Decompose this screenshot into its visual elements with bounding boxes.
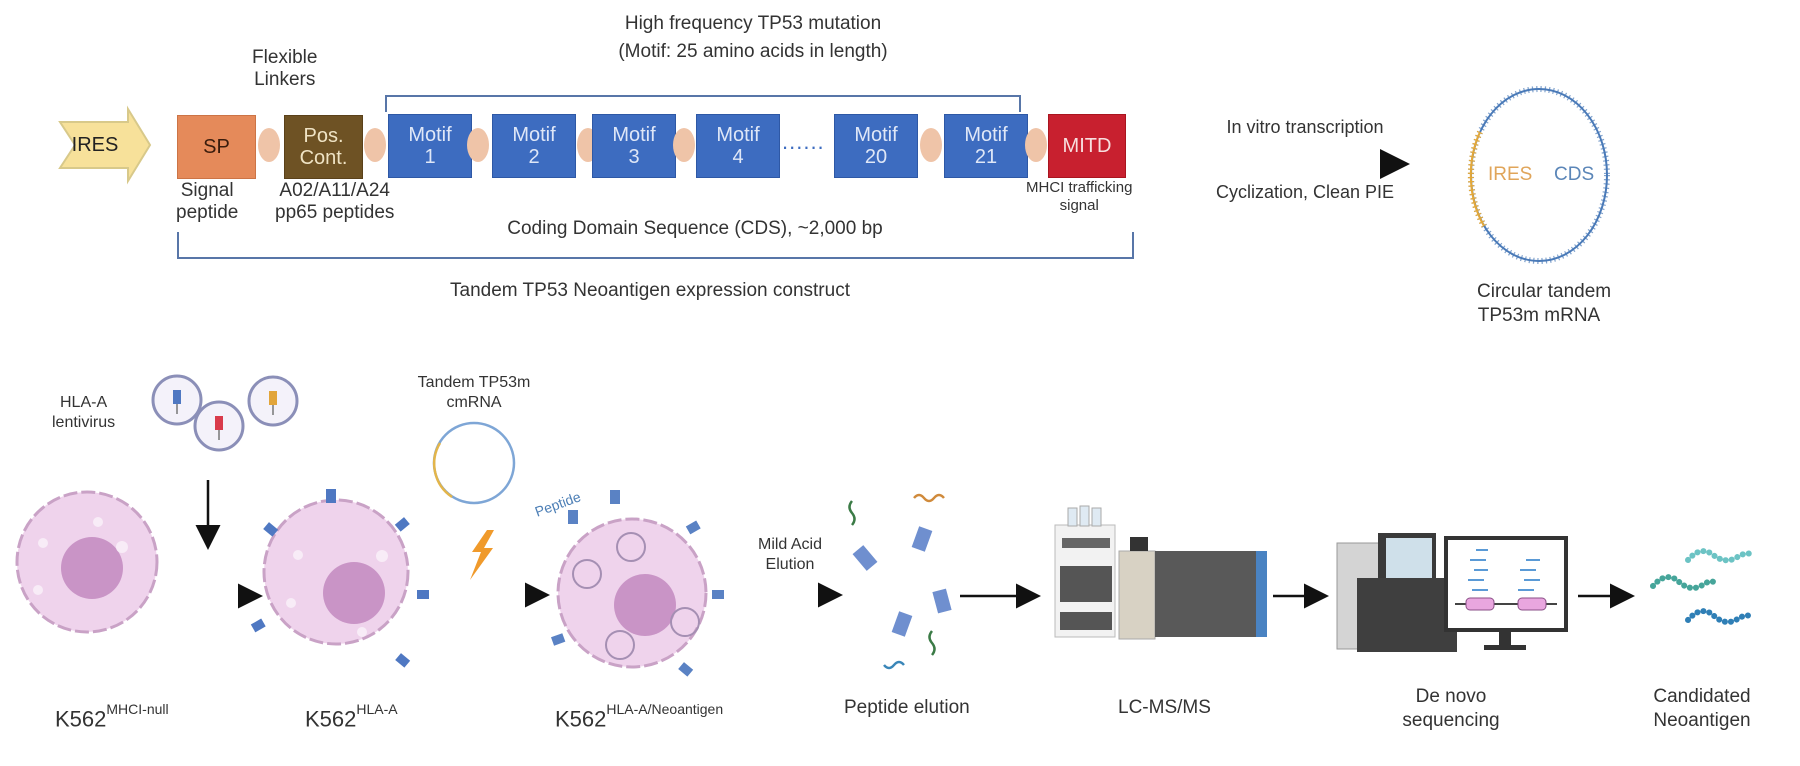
candidate-line1: Candidated: [1653, 686, 1751, 707]
positive-control-box: Pos. Cont.: [284, 115, 363, 179]
ires-arrow-shape: [58, 105, 152, 185]
pos-cont-line2: Cont.: [299, 147, 348, 169]
motif-number: 20: [864, 146, 888, 168]
circular-mrna-caption: Circular tandem TP53m mRNA: [1477, 280, 1612, 328]
lentivirus-icon: [151, 374, 299, 452]
cmrna-label: Tandem TP53m cmRNA: [404, 373, 544, 413]
cell-k562-mhci-null: [15, 490, 159, 634]
hla-a-lentivirus-label: HLA-A lentivirus: [52, 393, 115, 433]
cmrna-line1: Tandem TP53m: [417, 374, 531, 391]
eluted-peptides-icon: [848, 493, 952, 670]
mild-acid-line2: Elution: [765, 556, 815, 573]
motif-number: 4: [732, 146, 744, 168]
circle-ires-label: IRES: [1488, 164, 1533, 185]
pos-caption-line1: A02/A11/A24: [279, 180, 390, 201]
pos-cont-line1: Pos.: [303, 125, 344, 147]
motif-bracket: [385, 95, 1021, 112]
motif-label: Motif: [512, 124, 556, 146]
construct-label: Tandem TP53 Neoantigen expression constr…: [450, 280, 850, 301]
pos-caption-line2: pp65 peptides: [275, 202, 395, 223]
cmrna-ring-icon: [432, 421, 516, 505]
motif-label: Motif: [854, 124, 898, 146]
sp-caption-line1: Signal: [180, 180, 234, 201]
cell2-sup: HLA-A: [356, 701, 398, 717]
cell3-base: K562: [555, 706, 607, 732]
motif-ellipsis: ......: [782, 129, 825, 154]
circle-caption-line2: TP53m mRNA: [1477, 305, 1601, 326]
flexible-linkers-label: Flexible Linkers: [252, 47, 317, 91]
circular-mrna-icon: [1467, 86, 1610, 264]
neoantigen-chains-icon: [1650, 548, 1755, 625]
de-novo-sequencing-label: De novo sequencing: [1396, 685, 1506, 733]
signal-peptide-caption: Signal peptide: [176, 180, 238, 224]
flexible-linkers-line2: Linkers: [254, 69, 316, 90]
mutation-title-line1: High frequency TP53 mutation: [624, 13, 882, 34]
flexible-linker: [258, 128, 280, 162]
lcms-label: LC-MS/MS: [1118, 697, 1211, 718]
circle-cds-label: CDS: [1554, 164, 1595, 185]
motif-label: Motif: [964, 124, 1008, 146]
mitd-caption-line2: signal: [1059, 197, 1099, 214]
flexible-linker: [364, 128, 386, 162]
cell2-label: K562HLA-A: [305, 701, 398, 732]
cds-label: Coding Domain Sequence (CDS), ~2,000 bp: [507, 218, 883, 239]
lcms-instrument-icon: [1054, 505, 1267, 640]
cell3-label: K562HLA-A/Neoantigen: [555, 701, 724, 732]
flexible-linker: [920, 128, 942, 162]
mitd-box: MITD: [1048, 114, 1126, 178]
ires-element: IRES: [71, 134, 119, 156]
pos-cont-caption: A02/A11/A24 pp65 peptides: [275, 180, 394, 224]
mitd-caption-line1: MHCI trafficking: [1026, 179, 1133, 196]
signal-peptide-box: SP: [177, 115, 256, 179]
mutation-title-line2: (Motif: 25 amino acids in length): [618, 41, 888, 62]
mild-acid-elution-label: Mild Acid Elution: [742, 535, 838, 575]
cell1-sup: MHCI-null: [106, 701, 169, 717]
motif-number: 21: [974, 146, 998, 168]
sp-caption-line2: peptide: [176, 202, 239, 223]
candidate-neoantigen-label: Candidated Neoantigen: [1640, 685, 1764, 733]
motif-number: 2: [528, 146, 540, 168]
flexible-linker: [467, 128, 489, 162]
cell-k562-hla-a: [250, 489, 429, 668]
motif-label: Motif: [716, 124, 760, 146]
motif-label: Motif: [408, 124, 452, 146]
motif-number: 1: [424, 146, 436, 168]
cell3-sup: HLA-A/Neoantigen: [606, 701, 724, 717]
electroporation-bolt-icon: [470, 530, 494, 580]
candidate-line2: Neoantigen: [1653, 710, 1751, 731]
motif-number: 3: [628, 146, 640, 168]
flexible-linker: [1025, 128, 1047, 162]
construct-bracket: [177, 232, 1134, 259]
denovo-line1: De novo: [1415, 686, 1487, 707]
lentivirus-line2: lentivirus: [52, 414, 116, 431]
motif-label: Motif: [612, 124, 656, 146]
denovo-line2: sequencing: [1402, 710, 1500, 731]
mild-acid-line1: Mild Acid: [757, 536, 823, 553]
cell2-base: K562: [305, 706, 357, 732]
sequencer-icon: [1336, 533, 1457, 652]
cell1-label: K562MHCI-null: [55, 701, 169, 732]
peptide-elution-label: Peptide elution: [844, 697, 970, 718]
cmrna-line2: cmRNA: [446, 394, 502, 411]
cell1-base: K562: [55, 706, 107, 732]
cyclization-label: Cyclization, Clean PIE: [1215, 182, 1395, 202]
flexible-linker: [673, 128, 695, 162]
ivt-label: In vitro transcription: [1226, 117, 1384, 137]
lentivirus-line1: HLA-A: [60, 394, 108, 411]
mitd-caption: MHCI trafficking signal: [1026, 179, 1132, 215]
flexible-linkers-line1: Flexible: [252, 47, 318, 68]
mutation-title: High frequency TP53 mutation (Motif: 25 …: [533, 13, 973, 63]
circle-caption-line1: Circular tandem: [1477, 281, 1612, 302]
cell-k562-hla-a-neoantigen: [550, 490, 724, 677]
monitor-icon: [1444, 536, 1568, 650]
